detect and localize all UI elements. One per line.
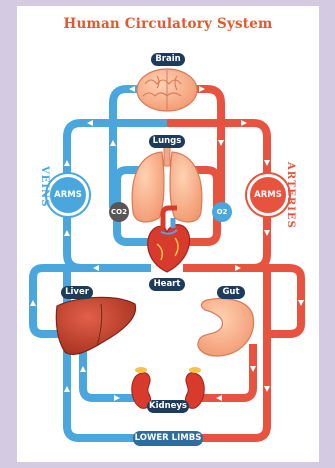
kidneys-label: Kidneys [147, 400, 189, 413]
co2-circle: CO2 [109, 202, 129, 222]
arms-veins-circle: ARMS [47, 174, 89, 216]
circulation-diagram [17, 6, 319, 462]
brain-label: Brain [151, 53, 185, 66]
liver-organ [56, 297, 135, 354]
o2-circle: O2 [212, 202, 232, 222]
lower-limbs-label: LOWER LIMBS [133, 431, 203, 446]
gut-organ [198, 299, 254, 356]
arms-arteries-circle: ARMS [247, 174, 289, 216]
arteries-label: ARTERIES [285, 162, 296, 229]
diagram-card: Human Circulatory System [17, 6, 319, 462]
veins-label: VEINS [39, 166, 50, 207]
heart-label: Heart [149, 278, 185, 291]
liver-label: Liver [61, 286, 93, 299]
brain-organ [137, 69, 197, 111]
lungs-label: Lungs [149, 135, 185, 148]
gut-label: Gut [217, 286, 245, 299]
